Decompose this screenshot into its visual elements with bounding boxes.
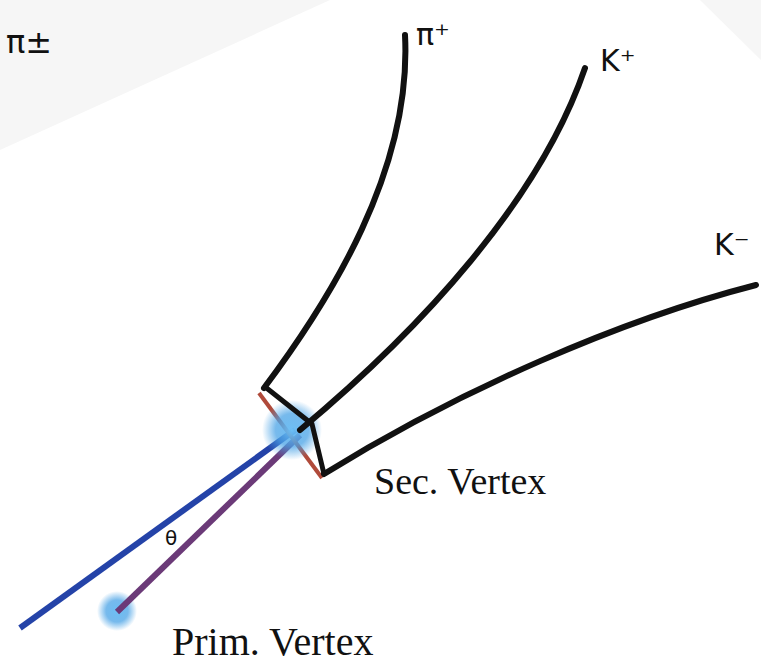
particle-label: π⁺	[416, 20, 450, 50]
kaon-plus-track	[300, 68, 585, 430]
angle-label-holder: θ	[165, 528, 177, 548]
particle-label-holder: π±	[6, 26, 52, 58]
beam-direction-line	[20, 430, 295, 628]
flight-direction-line	[117, 435, 300, 612]
vertex-label: Prim. Vertex	[172, 622, 373, 662]
particle-label: K⁻	[714, 230, 750, 260]
angle-label: θ	[165, 528, 177, 548]
particle-label-holder: K⁺	[600, 46, 636, 76]
background-corner	[700, 0, 761, 60]
background-corner	[0, 0, 330, 150]
particle-label-holder: π⁺	[416, 20, 450, 50]
particle-label-holder: K⁻	[714, 230, 750, 260]
vertex-bracket	[264, 386, 324, 474]
kaon-minus-track	[324, 285, 756, 474]
particle-label: π±	[6, 26, 52, 58]
vertex-label-holder: Prim. Vertex	[172, 622, 373, 662]
particle-label: K⁺	[600, 46, 636, 76]
vertex-label: Sec. Vertex	[374, 462, 546, 500]
pion-track	[264, 35, 405, 388]
vertex-label-holder: Sec. Vertex	[374, 462, 546, 500]
